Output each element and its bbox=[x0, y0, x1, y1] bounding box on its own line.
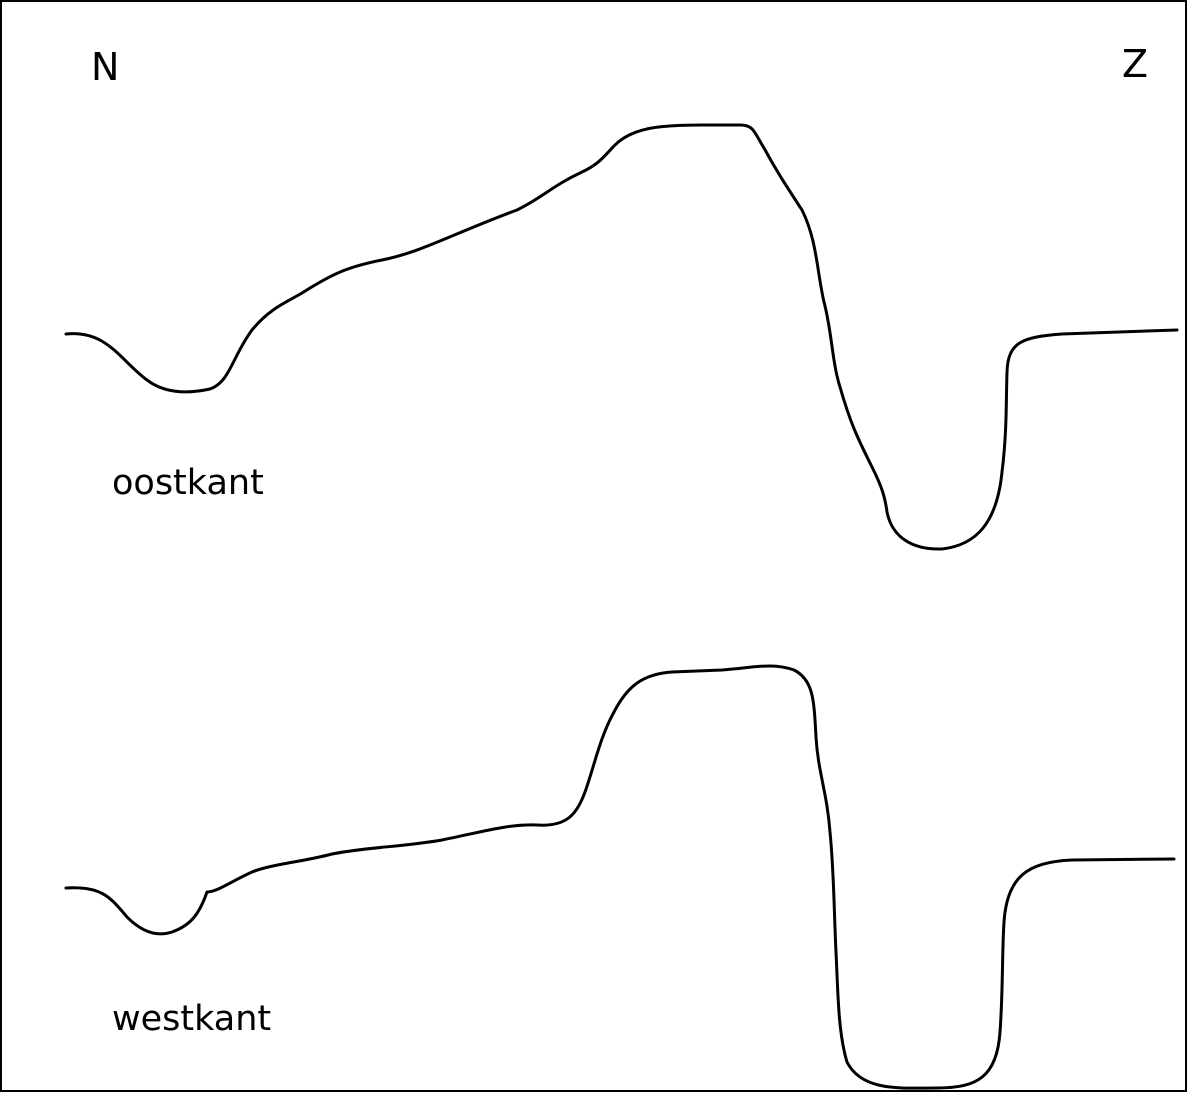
north-label: N bbox=[91, 45, 120, 89]
profile-line-westkant bbox=[64, 664, 1176, 1090]
profile-label-oostkant: oostkant bbox=[112, 463, 264, 503]
south-label: Z bbox=[1122, 42, 1149, 86]
profile-label-westkant: westkant bbox=[112, 999, 272, 1039]
profile-line-oostkant bbox=[64, 123, 1179, 551]
